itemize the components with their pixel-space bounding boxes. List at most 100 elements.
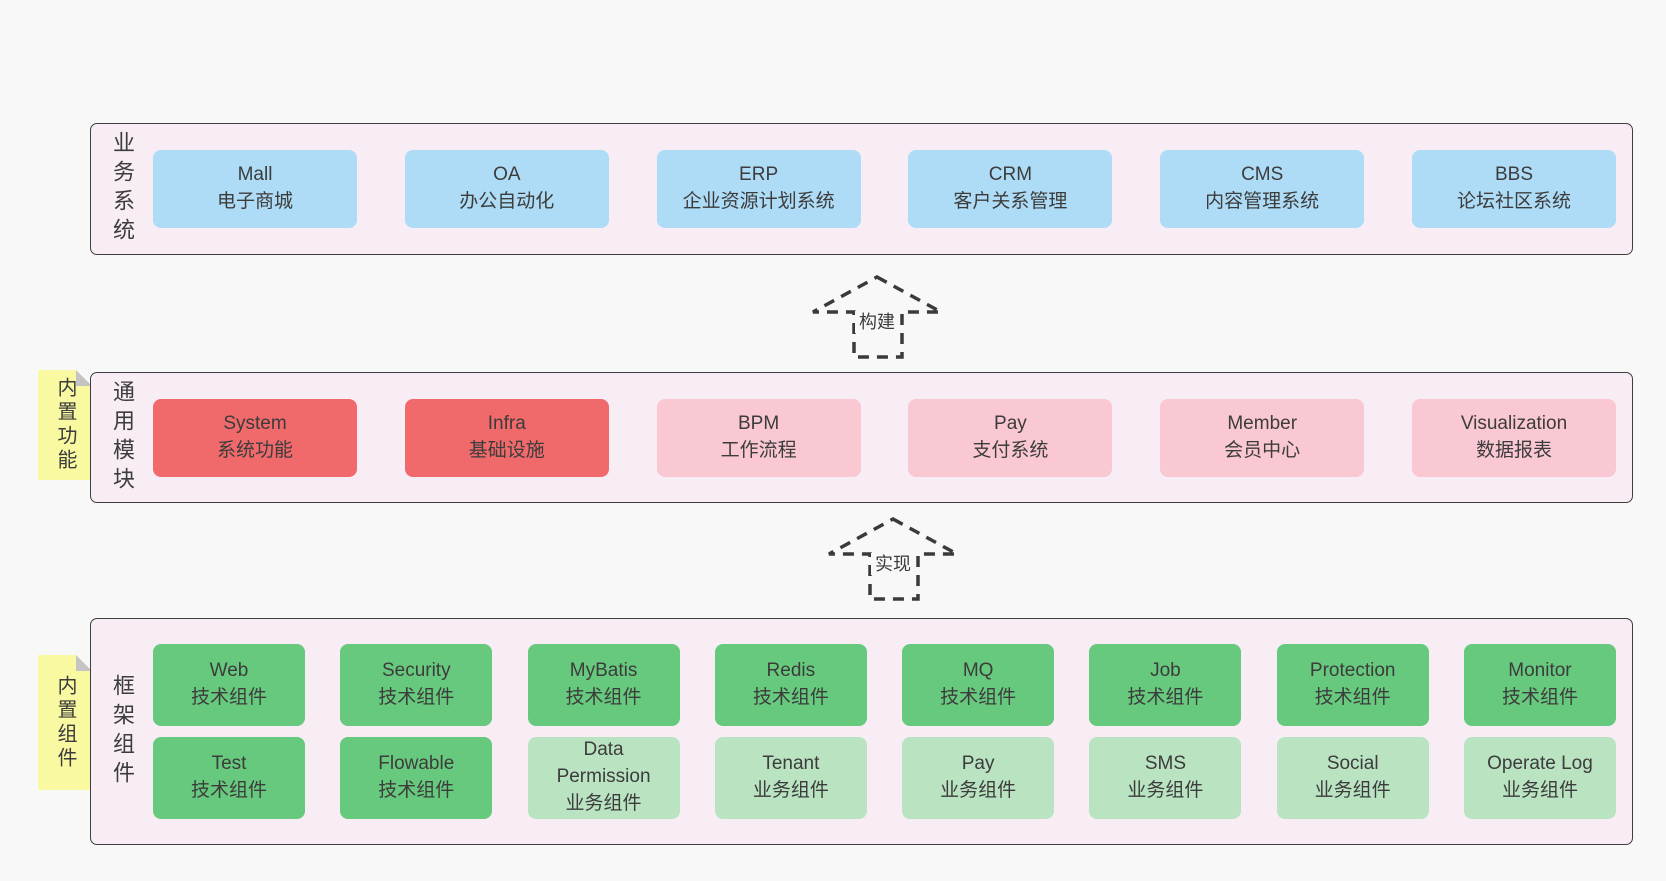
card-subtitle: 技术组件: [378, 779, 455, 801]
card-flowable: Flowable 技术组件: [340, 736, 493, 819]
card-oa: OA 办公自动化: [404, 150, 609, 228]
card-subtitle: 业务组件: [1127, 779, 1204, 801]
card-subtitle: 技术组件: [565, 687, 642, 709]
card-title: Monitor: [1508, 660, 1572, 682]
card-subtitle: 技术组件: [940, 687, 1017, 709]
panel-common-modules: 通用模块 System 系统功能 Infra 基础设施 BPM 工作流程 Pay…: [90, 372, 1633, 503]
card-subtitle: 技术组件: [1127, 687, 1204, 709]
up-arrow-icon: [828, 517, 958, 601]
card-subtitle: 业务组件: [940, 779, 1017, 801]
card-title: Tenant: [762, 752, 820, 774]
card-crm: CRM 客户关系管理: [908, 150, 1113, 228]
arrow-build-label: 构建: [855, 311, 899, 333]
card-subtitle: 业务组件: [1501, 779, 1578, 801]
card-subtitle: 企业资源计划系统: [682, 191, 835, 212]
card-subtitle: 电子商城: [216, 191, 293, 212]
card-erp: ERP 企业资源计划系统: [656, 150, 861, 228]
card-web: Web 技术组件: [153, 644, 305, 727]
card-title: MQ: [962, 660, 994, 682]
card-operate-log: Operate Log 业务组件: [1463, 736, 1616, 819]
card-pay-business: Pay 业务组件: [902, 736, 1055, 819]
sticky-note-label: 内置组件: [54, 674, 76, 771]
panel-business-systems: 业务系统 Mall 电子商城 OA 办公自动化 ERP 企业资源计划系统 CRM…: [90, 123, 1633, 255]
sticky-note-label: 内置功能: [54, 377, 76, 473]
card-title: BBS: [1494, 164, 1533, 186]
card-subtitle: 办公自动化: [459, 191, 555, 212]
card-subtitle: 技术组件: [1314, 687, 1391, 709]
card-redis: Redis 技术组件: [714, 644, 867, 727]
card-title: CMS: [1241, 164, 1284, 186]
card-title: ERP: [739, 164, 779, 186]
card-subtitle: 工作流程: [720, 439, 797, 461]
card-protection: Protection 技术组件: [1276, 644, 1429, 727]
card-tenant: Tenant 业务组件: [714, 736, 867, 819]
card-title: Mall: [237, 164, 273, 186]
components-grid: Web 技术组件 Security 技术组件 MyBatis 技术组件 Redi…: [153, 619, 1632, 844]
arrow-implement-label: 实现: [871, 553, 915, 575]
card-subtitle: 技术组件: [752, 687, 829, 709]
panel-side-column: 业务系统: [91, 131, 153, 247]
card-visualization: Visualization 数据报表: [1411, 398, 1616, 477]
arrow-build: 构建: [812, 275, 942, 359]
card-data-permission: Data Permission 业务组件: [527, 736, 680, 819]
panel-components-side-label: 框架组件: [110, 673, 135, 790]
card-title: System: [223, 412, 287, 434]
card-title: SMS: [1144, 752, 1186, 774]
card-monitor: Monitor 技术组件: [1463, 644, 1616, 727]
card-subtitle: 基础设施: [468, 439, 545, 461]
card-subtitle: 客户关系管理: [953, 191, 1068, 212]
card-title: Flowable: [378, 752, 455, 774]
card-title: Pay: [961, 752, 995, 774]
panel-side-column: 框架组件: [91, 619, 153, 844]
card-system: System 系统功能: [153, 398, 357, 477]
card-test: Test 技术组件: [153, 736, 305, 819]
card-job: Job 技术组件: [1089, 644, 1242, 727]
card-subtitle: 技术组件: [378, 687, 455, 709]
card-title: Test: [211, 752, 247, 774]
card-member: Member 会员中心: [1160, 398, 1365, 477]
card-subtitle: 技术组件: [1501, 687, 1578, 709]
card-infra: Infra 基础设施: [404, 398, 609, 477]
card-mybatis: MyBatis 技术组件: [527, 644, 680, 727]
business-cards-row: Mall 电子商城 OA 办公自动化 ERP 企业资源计划系统 CRM 客户关系…: [153, 150, 1632, 228]
card-title: Operate Log: [1487, 752, 1593, 774]
panel-side-column: 通用模块: [91, 380, 153, 496]
modules-cards-row: System 系统功能 Infra 基础设施 BPM 工作流程 Pay 支付系统…: [153, 398, 1632, 477]
card-subtitle: 会员中心: [1224, 439, 1301, 461]
panel-business-side-label: 业务系统: [110, 131, 135, 247]
card-subtitle: 业务组件: [565, 793, 642, 815]
sticky-note-builtin-features: 内置功能: [38, 370, 92, 480]
card-subtitle: 业务组件: [752, 779, 829, 801]
card-title: Web: [209, 660, 249, 682]
card-mall: Mall 电子商城: [153, 150, 357, 228]
card-pay: Pay 支付系统: [908, 398, 1113, 477]
card-title: Infra: [487, 412, 526, 434]
card-sms: SMS 业务组件: [1089, 736, 1242, 819]
card-title: Protection: [1309, 660, 1396, 682]
card-bpm: BPM 工作流程: [656, 398, 861, 477]
panel-framework-components: 框架组件 Web 技术组件 Security 技术组件 MyBatis 技术组件…: [90, 618, 1633, 845]
card-title: MyBatis: [569, 660, 638, 682]
components-row-2: Test 技术组件 Flowable 技术组件 Data Permission …: [153, 732, 1616, 825]
card-title: OA: [493, 164, 521, 186]
card-subtitle: 论坛社区系统: [1456, 191, 1571, 212]
card-social: Social 业务组件: [1276, 736, 1429, 819]
card-mq: MQ 技术组件: [902, 644, 1055, 727]
card-title: CRM: [988, 164, 1033, 186]
card-title: Redis: [766, 660, 816, 682]
card-subtitle: 业务组件: [1314, 779, 1391, 801]
card-title: Pay: [994, 412, 1027, 434]
card-security: Security 技术组件: [340, 644, 493, 727]
card-cms: CMS 内容管理系统: [1160, 150, 1365, 228]
card-subtitle: 系统功能: [216, 439, 293, 461]
card-subtitle: 内容管理系统: [1205, 191, 1320, 212]
sticky-note-builtin-components: 内置组件: [38, 655, 92, 790]
card-subtitle: 技术组件: [190, 687, 267, 709]
card-subtitle: 支付系统: [972, 439, 1049, 461]
components-row-1: Web 技术组件 Security 技术组件 MyBatis 技术组件 Redi…: [153, 639, 1616, 732]
card-title: Visualization: [1460, 412, 1568, 434]
card-title: Social: [1326, 752, 1379, 774]
panel-modules-side-label: 通用模块: [110, 379, 135, 496]
card-title: Job: [1150, 660, 1181, 682]
